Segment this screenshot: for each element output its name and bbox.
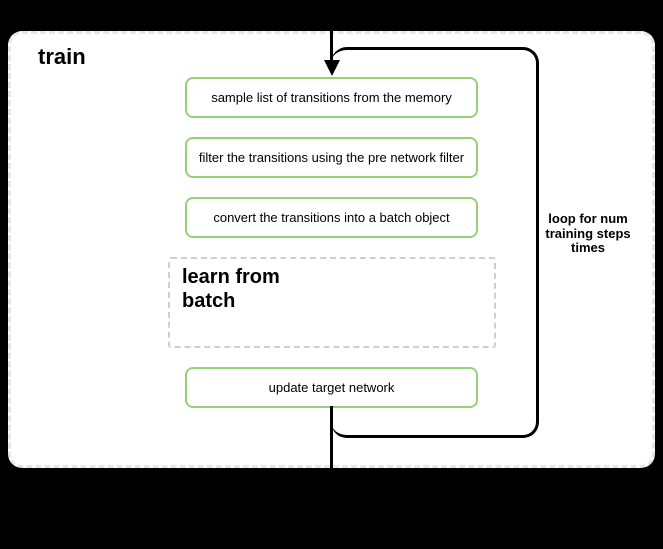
subprocess-node-learn-from-batch: learn from batch <box>168 257 496 348</box>
subprocess-label-line: learn from <box>182 266 280 288</box>
loop-annotation-line: loop for num <box>548 211 628 226</box>
loop-annotation-line: training steps <box>545 225 631 241</box>
entry-flow-line <box>330 0 333 62</box>
step-node-filter-transitions: filter the transitions using the pre net… <box>185 137 478 178</box>
step-node-convert-batch: convert the transitions into a batch obj… <box>185 197 478 238</box>
step-node-update-target-network: update target network <box>185 367 478 408</box>
subprocess-label-line: batch <box>182 290 236 312</box>
diagram-title: train <box>38 44 86 69</box>
loop-bracket <box>331 47 539 438</box>
loop-annotation-line: times <box>571 240 605 255</box>
loop-annotation: loop for num training steps times <box>540 211 636 256</box>
exit-flow-line <box>330 406 333 468</box>
down-arrow-icon <box>324 60 340 76</box>
step-node-sample-transitions: sample list of transitions from the memo… <box>185 77 478 118</box>
